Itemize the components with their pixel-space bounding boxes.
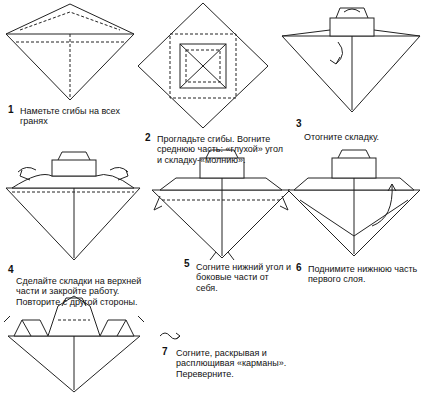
step-number: 3 (296, 118, 308, 130)
fold-line (74, 188, 75, 258)
fold-line (170, 34, 236, 98)
step-number: 1 (8, 104, 20, 116)
fold-line (58, 152, 90, 160)
fold-line (388, 184, 396, 191)
fold-line (4, 316, 144, 322)
step-4-figure (6, 152, 140, 260)
fold-line (180, 44, 226, 88)
step-7-figure (4, 296, 144, 392)
fold-line (352, 36, 353, 110)
fold-line (180, 44, 226, 88)
fold-line (210, 252, 234, 260)
step-number: 2 (145, 132, 157, 144)
fold-line (222, 178, 223, 256)
fold-line (160, 333, 180, 339)
fold-line (14, 320, 48, 336)
fold-line (162, 200, 282, 201)
step-instruction: Наметьте сгибы на всех гранях (20, 106, 132, 127)
step-instruction: Согните, раскрывая и расплющивая «карман… (176, 348, 316, 379)
fold-line (12, 175, 134, 189)
fold-line (300, 200, 408, 236)
step-number: 7 (162, 346, 174, 358)
step-3-figure (282, 8, 420, 112)
fold-line (330, 57, 340, 64)
fold-line (176, 333, 180, 339)
fold-line (117, 320, 126, 336)
fold-line (8, 336, 140, 392)
fold-line (110, 167, 128, 172)
fold-line (6, 188, 140, 260)
turn-over-symbol (160, 333, 180, 339)
fold-line (282, 30, 330, 36)
fold-line (152, 190, 290, 258)
step-2-figure (138, 3, 268, 128)
fold-line (332, 158, 376, 178)
fold-line (282, 36, 420, 112)
step-instruction: Согните нижний угол и боковые части от с… (196, 262, 292, 293)
fold-line (118, 170, 128, 180)
fold-line (12, 192, 134, 193)
fold-line (100, 320, 134, 336)
fold-line (70, 34, 71, 98)
step-5-figure (152, 150, 290, 260)
fold-line (354, 178, 355, 254)
fold-line (160, 178, 282, 190)
fold-line (372, 184, 392, 226)
fold-line (336, 8, 368, 18)
step-instruction: Отогните складку. (304, 132, 414, 142)
step-number: 4 (8, 264, 20, 276)
step-1-figure (6, 4, 134, 100)
fold-line (74, 336, 75, 390)
fold-line (20, 170, 30, 180)
fold-line (18, 167, 36, 172)
fold-line (344, 9, 360, 12)
fold-line (20, 12, 120, 30)
fold-line (186, 50, 220, 82)
fold-line (374, 30, 420, 36)
fold-line (280, 196, 288, 210)
fold-line (6, 4, 134, 100)
fold-line (138, 3, 268, 128)
step-number: 5 (184, 258, 196, 270)
fold-line (180, 44, 226, 88)
step-instruction: Прогладьте сгибы. Вогните среднюю часть:… (157, 134, 285, 165)
fold-line (22, 320, 31, 336)
fold-line (52, 160, 96, 176)
step-6-figure (288, 150, 420, 256)
fold-line (338, 150, 370, 158)
step-instruction: Поднимите нижнюю часть первого слоя. (308, 264, 418, 285)
fold-line (330, 18, 374, 36)
step-instruction: Сделайте складки на верхней части и закр… (16, 276, 150, 307)
fold-line (154, 196, 162, 210)
step-number: 6 (296, 262, 308, 274)
fold-line (58, 320, 90, 321)
fold-line (336, 42, 343, 64)
